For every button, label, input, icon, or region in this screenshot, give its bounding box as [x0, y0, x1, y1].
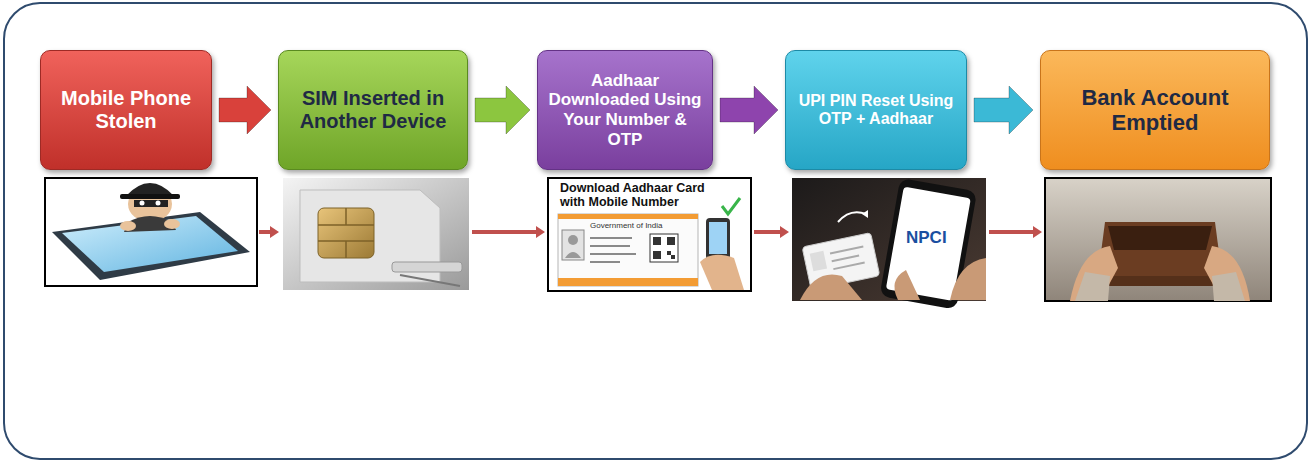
- picture-caption-box: NPCI: [906, 228, 947, 248]
- aadhaar-card-picture: [548, 178, 751, 291]
- flow-arrow: [472, 226, 545, 238]
- process-box: Aadhaar Downloaded Using Your Number & O…: [537, 50, 713, 170]
- flow-arrow: [259, 226, 279, 238]
- picture-caption-box: Download Aadhaar Card with Mobile Number: [560, 181, 720, 210]
- block-arrow: [219, 86, 271, 134]
- thief-phone-picture: [45, 178, 257, 286]
- flow-arrow: [754, 226, 789, 238]
- box-text: Mobile Phone Stolen: [51, 87, 201, 133]
- picture-caption-box: Government of India: [590, 221, 662, 230]
- sim-card-picture: [283, 178, 469, 290]
- empty-wallet-picture: [1045, 178, 1271, 301]
- process-box: UPI PIN Reset Using OTP + Aadhaar: [785, 50, 967, 170]
- box-text: SIM Inserted in Another Device: [289, 87, 457, 133]
- picture-text: Government of India: [590, 221, 662, 230]
- box-text: Bank Account Emptied: [1051, 85, 1259, 136]
- picture-text: NPCI: [906, 228, 947, 248]
- upi-reset-picture: [792, 178, 986, 310]
- rounded-border: [4, 3, 1307, 459]
- box-text: UPI PIN Reset Using OTP + Aadhaar: [796, 92, 956, 129]
- box-text: Aadhaar Downloaded Using Your Number & O…: [548, 71, 702, 149]
- picture-text: Download Aadhaar Card with Mobile Number: [560, 181, 720, 210]
- block-arrow: [974, 86, 1033, 134]
- process-box: SIM Inserted in Another Device: [278, 50, 468, 170]
- process-box: Bank Account Emptied: [1040, 50, 1270, 170]
- process-box: Mobile Phone Stolen: [40, 50, 212, 170]
- block-arrow: [720, 86, 778, 134]
- flow-arrow: [989, 226, 1042, 238]
- block-arrow: [475, 86, 530, 134]
